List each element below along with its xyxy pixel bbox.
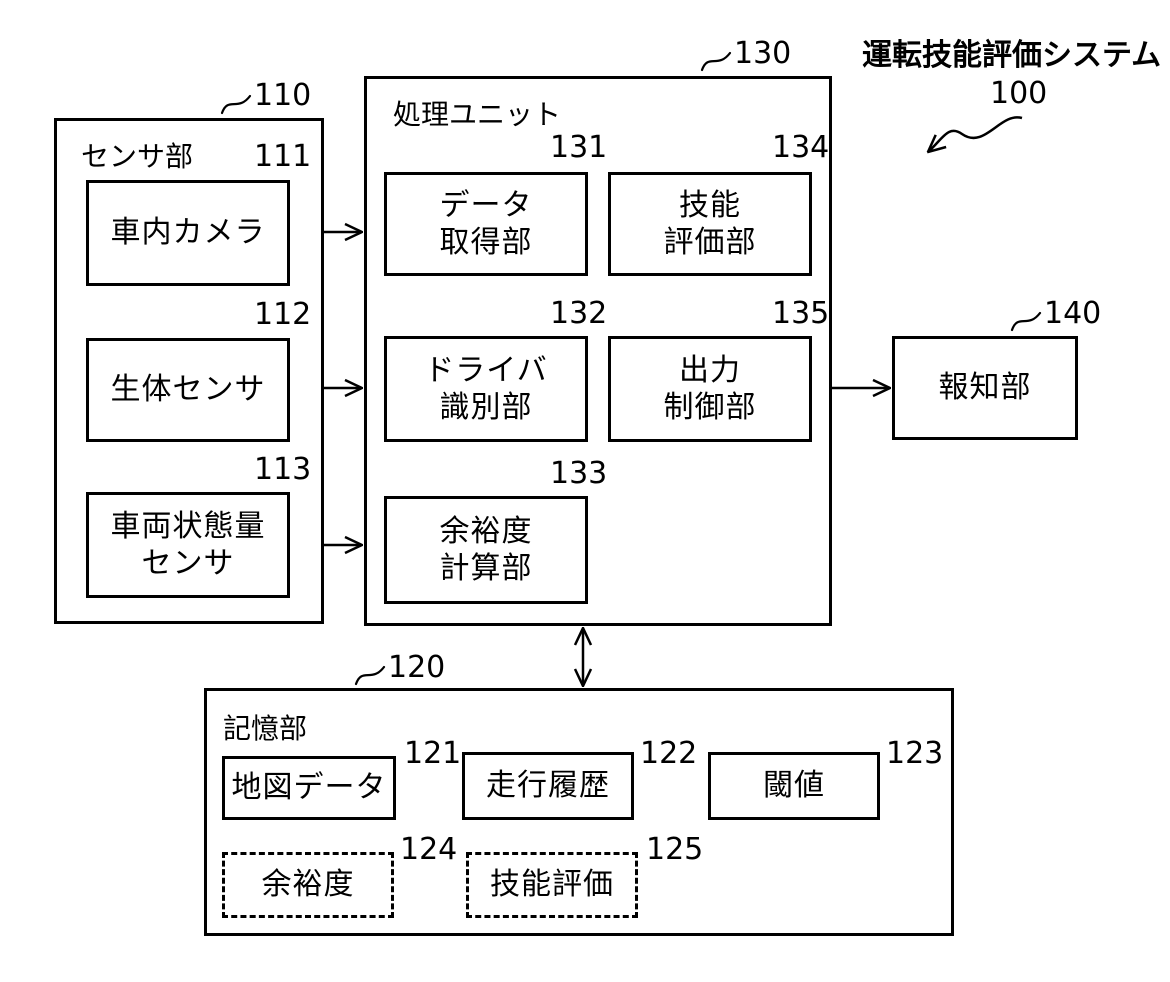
sensor-unit-label: センサ部 — [81, 135, 193, 175]
leader-120 — [356, 667, 384, 684]
in-vehicle-camera-ref: 111 — [254, 139, 311, 174]
skill-evaluation-data-label: 技能評価 — [490, 866, 614, 904]
system-ref: 100 — [990, 76, 1047, 111]
vehicle-state-sensor-line2: センサ — [142, 545, 235, 583]
skill-evaluation-ref: 134 — [772, 130, 829, 165]
notification-unit: 報知部 — [892, 336, 1078, 440]
output-control-line2: 制御部 — [664, 389, 757, 427]
margin-calculation-ref: 133 — [550, 456, 607, 491]
driving-history-label: 走行履歴 — [486, 767, 610, 805]
storage-unit-ref: 120 — [388, 650, 445, 685]
driver-identification-ref: 132 — [550, 296, 607, 331]
leader-130 — [702, 53, 730, 70]
sensor-unit-ref: 110 — [254, 78, 311, 113]
map-data-ref: 121 — [404, 736, 461, 771]
biometric-sensor-label: 生体センサ — [111, 371, 266, 409]
threshold-ref: 123 — [886, 736, 943, 771]
threshold: 閾値 — [708, 752, 880, 820]
vehicle-state-sensor-ref: 113 — [254, 452, 311, 487]
skill-evaluation-line1: 技能 — [679, 187, 741, 225]
output-control-unit: 出力 制御部 — [608, 336, 812, 442]
margin-calculation-line2: 計算部 — [440, 550, 533, 588]
margin-calculation-unit: 余裕度 計算部 — [384, 496, 588, 604]
biometric-sensor-ref: 112 — [254, 297, 311, 332]
driving-history: 走行履歴 — [462, 752, 634, 820]
data-acquisition-line2: 取得部 — [440, 224, 533, 262]
leader-140 — [1012, 313, 1040, 330]
output-control-line1: 出力 — [679, 352, 741, 390]
map-data-label: 地図データ — [232, 769, 387, 807]
processing-unit-label: 処理ユニット — [393, 93, 561, 133]
vehicle-state-sensor: 車両状態量 センサ — [86, 492, 290, 598]
margin-calculation-line1: 余裕度 — [440, 513, 533, 551]
driver-identification-line2: 識別部 — [440, 389, 533, 427]
skill-evaluation-unit: 技能 評価部 — [608, 172, 812, 276]
system-title: 運転技能評価システム — [862, 30, 1161, 74]
threshold-label: 閾値 — [763, 767, 825, 805]
output-control-ref: 135 — [772, 296, 829, 331]
driving-history-ref: 122 — [640, 736, 697, 771]
data-acquisition-ref: 131 — [550, 130, 607, 165]
margin-data: 余裕度 — [222, 852, 394, 918]
biometric-sensor: 生体センサ — [86, 338, 290, 442]
data-acquisition-unit: データ 取得部 — [384, 172, 588, 276]
skill-evaluation-data: 技能評価 — [466, 852, 638, 918]
processing-unit-ref: 130 — [734, 36, 791, 71]
data-acquisition-line1: データ — [440, 187, 533, 225]
margin-data-label: 余裕度 — [262, 866, 355, 904]
driver-identification-unit: ドライバ 識別部 — [384, 336, 588, 442]
skill-evaluation-line2: 評価部 — [664, 224, 757, 262]
system-ref-arrow — [928, 117, 1022, 152]
notification-unit-ref: 140 — [1044, 296, 1101, 331]
leader-110 — [222, 96, 250, 113]
storage-unit-label: 記憶部 — [223, 707, 307, 747]
in-vehicle-camera: 車内カメラ — [86, 180, 290, 286]
driver-identification-line1: ドライバ — [424, 352, 547, 390]
skill-evaluation-data-ref: 125 — [646, 832, 703, 867]
notification-unit-label: 報知部 — [939, 369, 1032, 407]
margin-data-ref: 124 — [400, 832, 457, 867]
vehicle-state-sensor-line1: 車両状態量 — [111, 508, 266, 546]
map-data: 地図データ — [222, 756, 396, 820]
in-vehicle-camera-label: 車内カメラ — [111, 214, 266, 252]
